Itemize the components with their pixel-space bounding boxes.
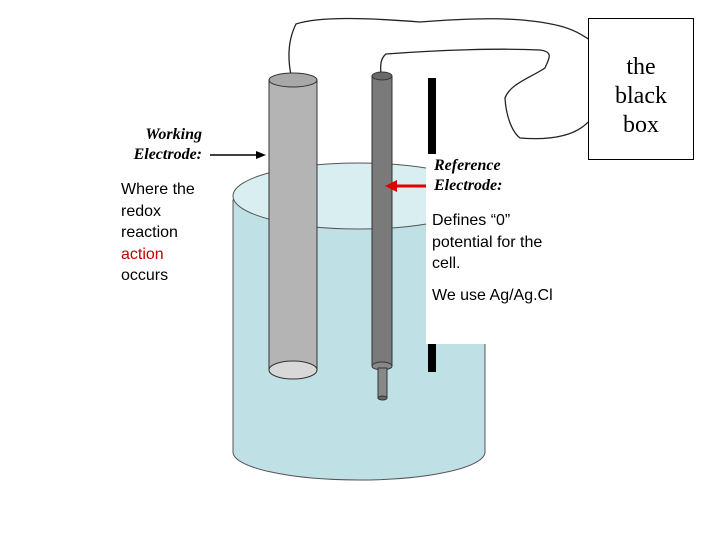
working-electrode-title-line: Working — [145, 126, 202, 143]
reference-electrode-title: Reference Electrode: — [434, 156, 584, 196]
reference-electrode-top — [371, 71, 393, 81]
reference-text-panel — [426, 154, 586, 344]
ref-desc-line: potential for the — [432, 233, 543, 251]
reference-electrode-material: We use Ag/Ag.Cl — [432, 287, 553, 304]
working-electrode-top — [268, 72, 318, 88]
working-desc-highlight: action — [121, 245, 164, 263]
working-arrow-head — [256, 151, 266, 159]
black-box-label: the black box — [589, 53, 693, 140]
black-box-line: black — [615, 83, 667, 109]
reference-electrode-title-line: Reference — [434, 157, 501, 174]
working-electrode — [268, 79, 318, 371]
black-box-line: the — [626, 54, 656, 80]
working-desc-line: reaction — [121, 224, 178, 241]
working-electrode-wire — [288, 17, 591, 76]
reference-electrode — [371, 75, 393, 367]
reference-electrode-wire — [380, 48, 591, 140]
reference-electrode-title-line: Electrode: — [434, 177, 503, 194]
ref-desc-line: Defines “0” — [432, 212, 511, 229]
reference-electrode-tip — [377, 367, 388, 399]
working-electrode-bottom — [268, 360, 318, 380]
working-electrode-title: Working Electrode: — [118, 125, 202, 165]
black-box: the black box — [588, 18, 694, 160]
working-electrode-description: Where the redox reaction action occurs — [121, 179, 231, 287]
working-electrode-title-line: Electrode: — [133, 146, 202, 163]
black-box-line: box — [623, 112, 659, 138]
working-desc-line: occurs — [121, 267, 169, 284]
reference-arrow-head — [385, 180, 397, 192]
ref-desc-line: cell. — [432, 255, 461, 272]
working-desc-line: redox — [121, 202, 162, 220]
working-desc-line: Where the — [121, 181, 195, 198]
reference-electrode-tip-end — [377, 395, 388, 401]
reference-electrode-description: Defines “0” potential for the cell. — [432, 210, 582, 275]
